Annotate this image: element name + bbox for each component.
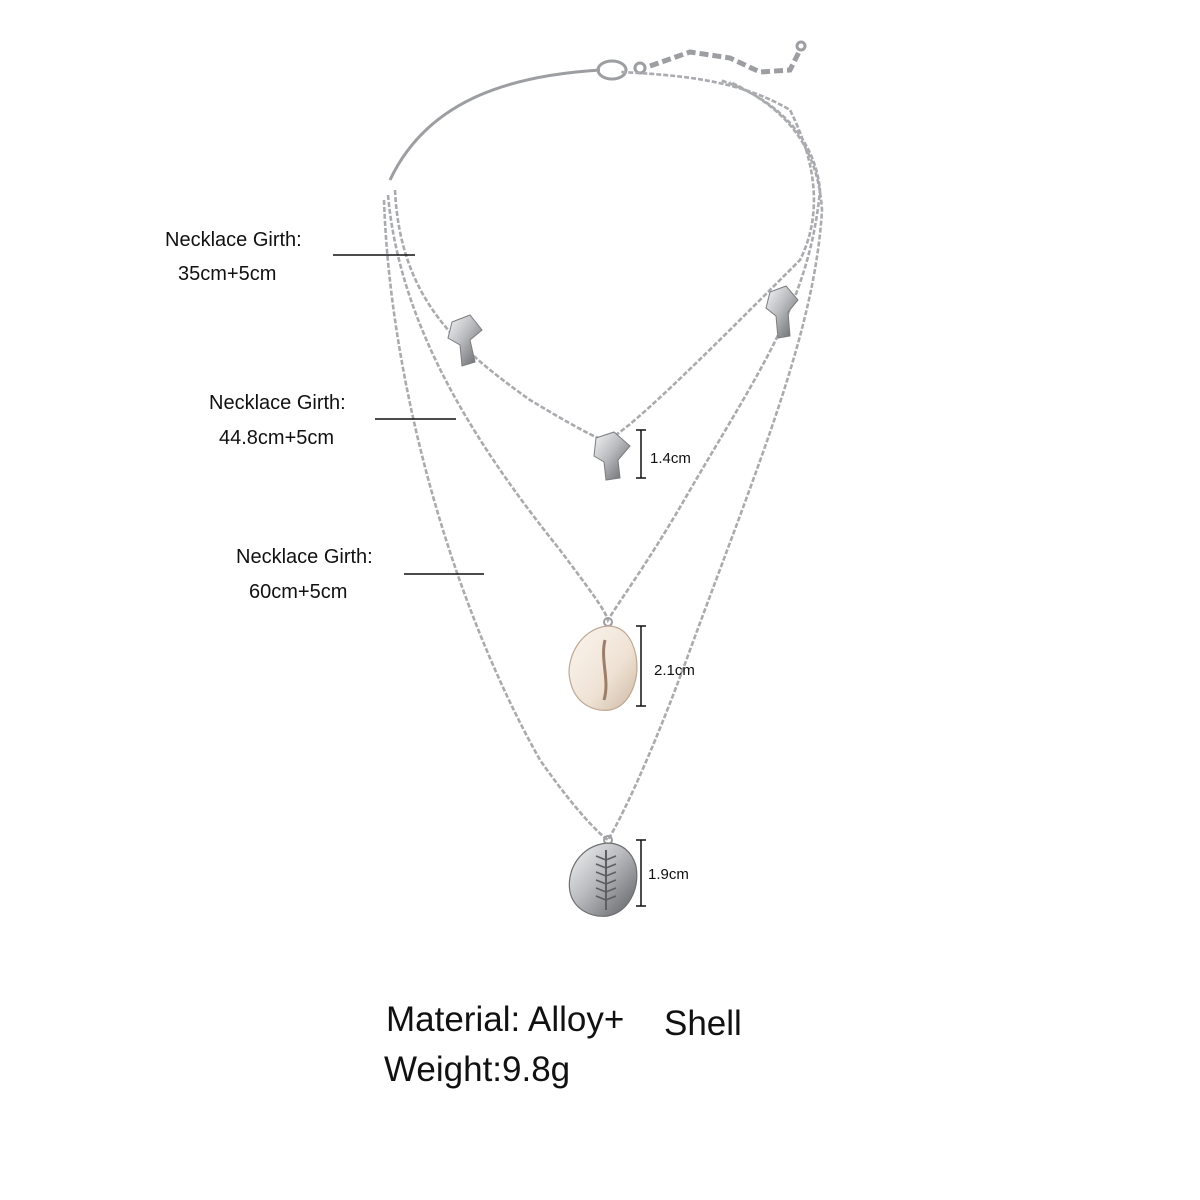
chain-medium bbox=[386, 78, 822, 624]
material-label: Material: Alloy+ bbox=[386, 1000, 625, 1039]
silver-cowrie-pendant bbox=[568, 835, 638, 917]
dimension-brackets bbox=[636, 429, 646, 907]
dimension-bracket-1 bbox=[636, 429, 646, 479]
pendant-size-3: 1.9cm bbox=[648, 866, 689, 883]
palm-charm-left bbox=[447, 314, 483, 367]
weight-label: Weight:9.8g bbox=[384, 1050, 571, 1089]
chain-short bbox=[393, 70, 816, 442]
pendant-size-2: 2.1cm bbox=[654, 662, 695, 679]
material-extra: Shell bbox=[664, 1004, 742, 1043]
dimension-bracket-3 bbox=[636, 839, 646, 907]
girth-title-2: Necklace Girth: bbox=[209, 392, 346, 414]
lobster-clasp bbox=[596, 59, 628, 81]
girth-title-3: Necklace Girth: bbox=[236, 546, 373, 568]
girth-value-1: 35cm+5cm bbox=[178, 263, 277, 285]
palm-charm-right bbox=[765, 285, 799, 339]
pendant-size-1: 1.4cm bbox=[650, 450, 691, 467]
palm-charm-center bbox=[593, 431, 631, 481]
top-chain-left bbox=[388, 68, 601, 181]
leader-lines bbox=[333, 254, 484, 575]
girth-title-1: Necklace Girth: bbox=[165, 229, 302, 251]
cowrie-shell-pendant bbox=[568, 617, 638, 711]
chain-long bbox=[382, 80, 824, 842]
chains bbox=[382, 70, 824, 842]
girth-value-2: 44.8cm+5cm bbox=[219, 427, 335, 449]
clasp-extender bbox=[388, 40, 807, 181]
girth-value-3: 60cm+5cm bbox=[249, 581, 348, 603]
dimension-bracket-2 bbox=[636, 625, 646, 707]
extender-chain bbox=[649, 48, 803, 75]
